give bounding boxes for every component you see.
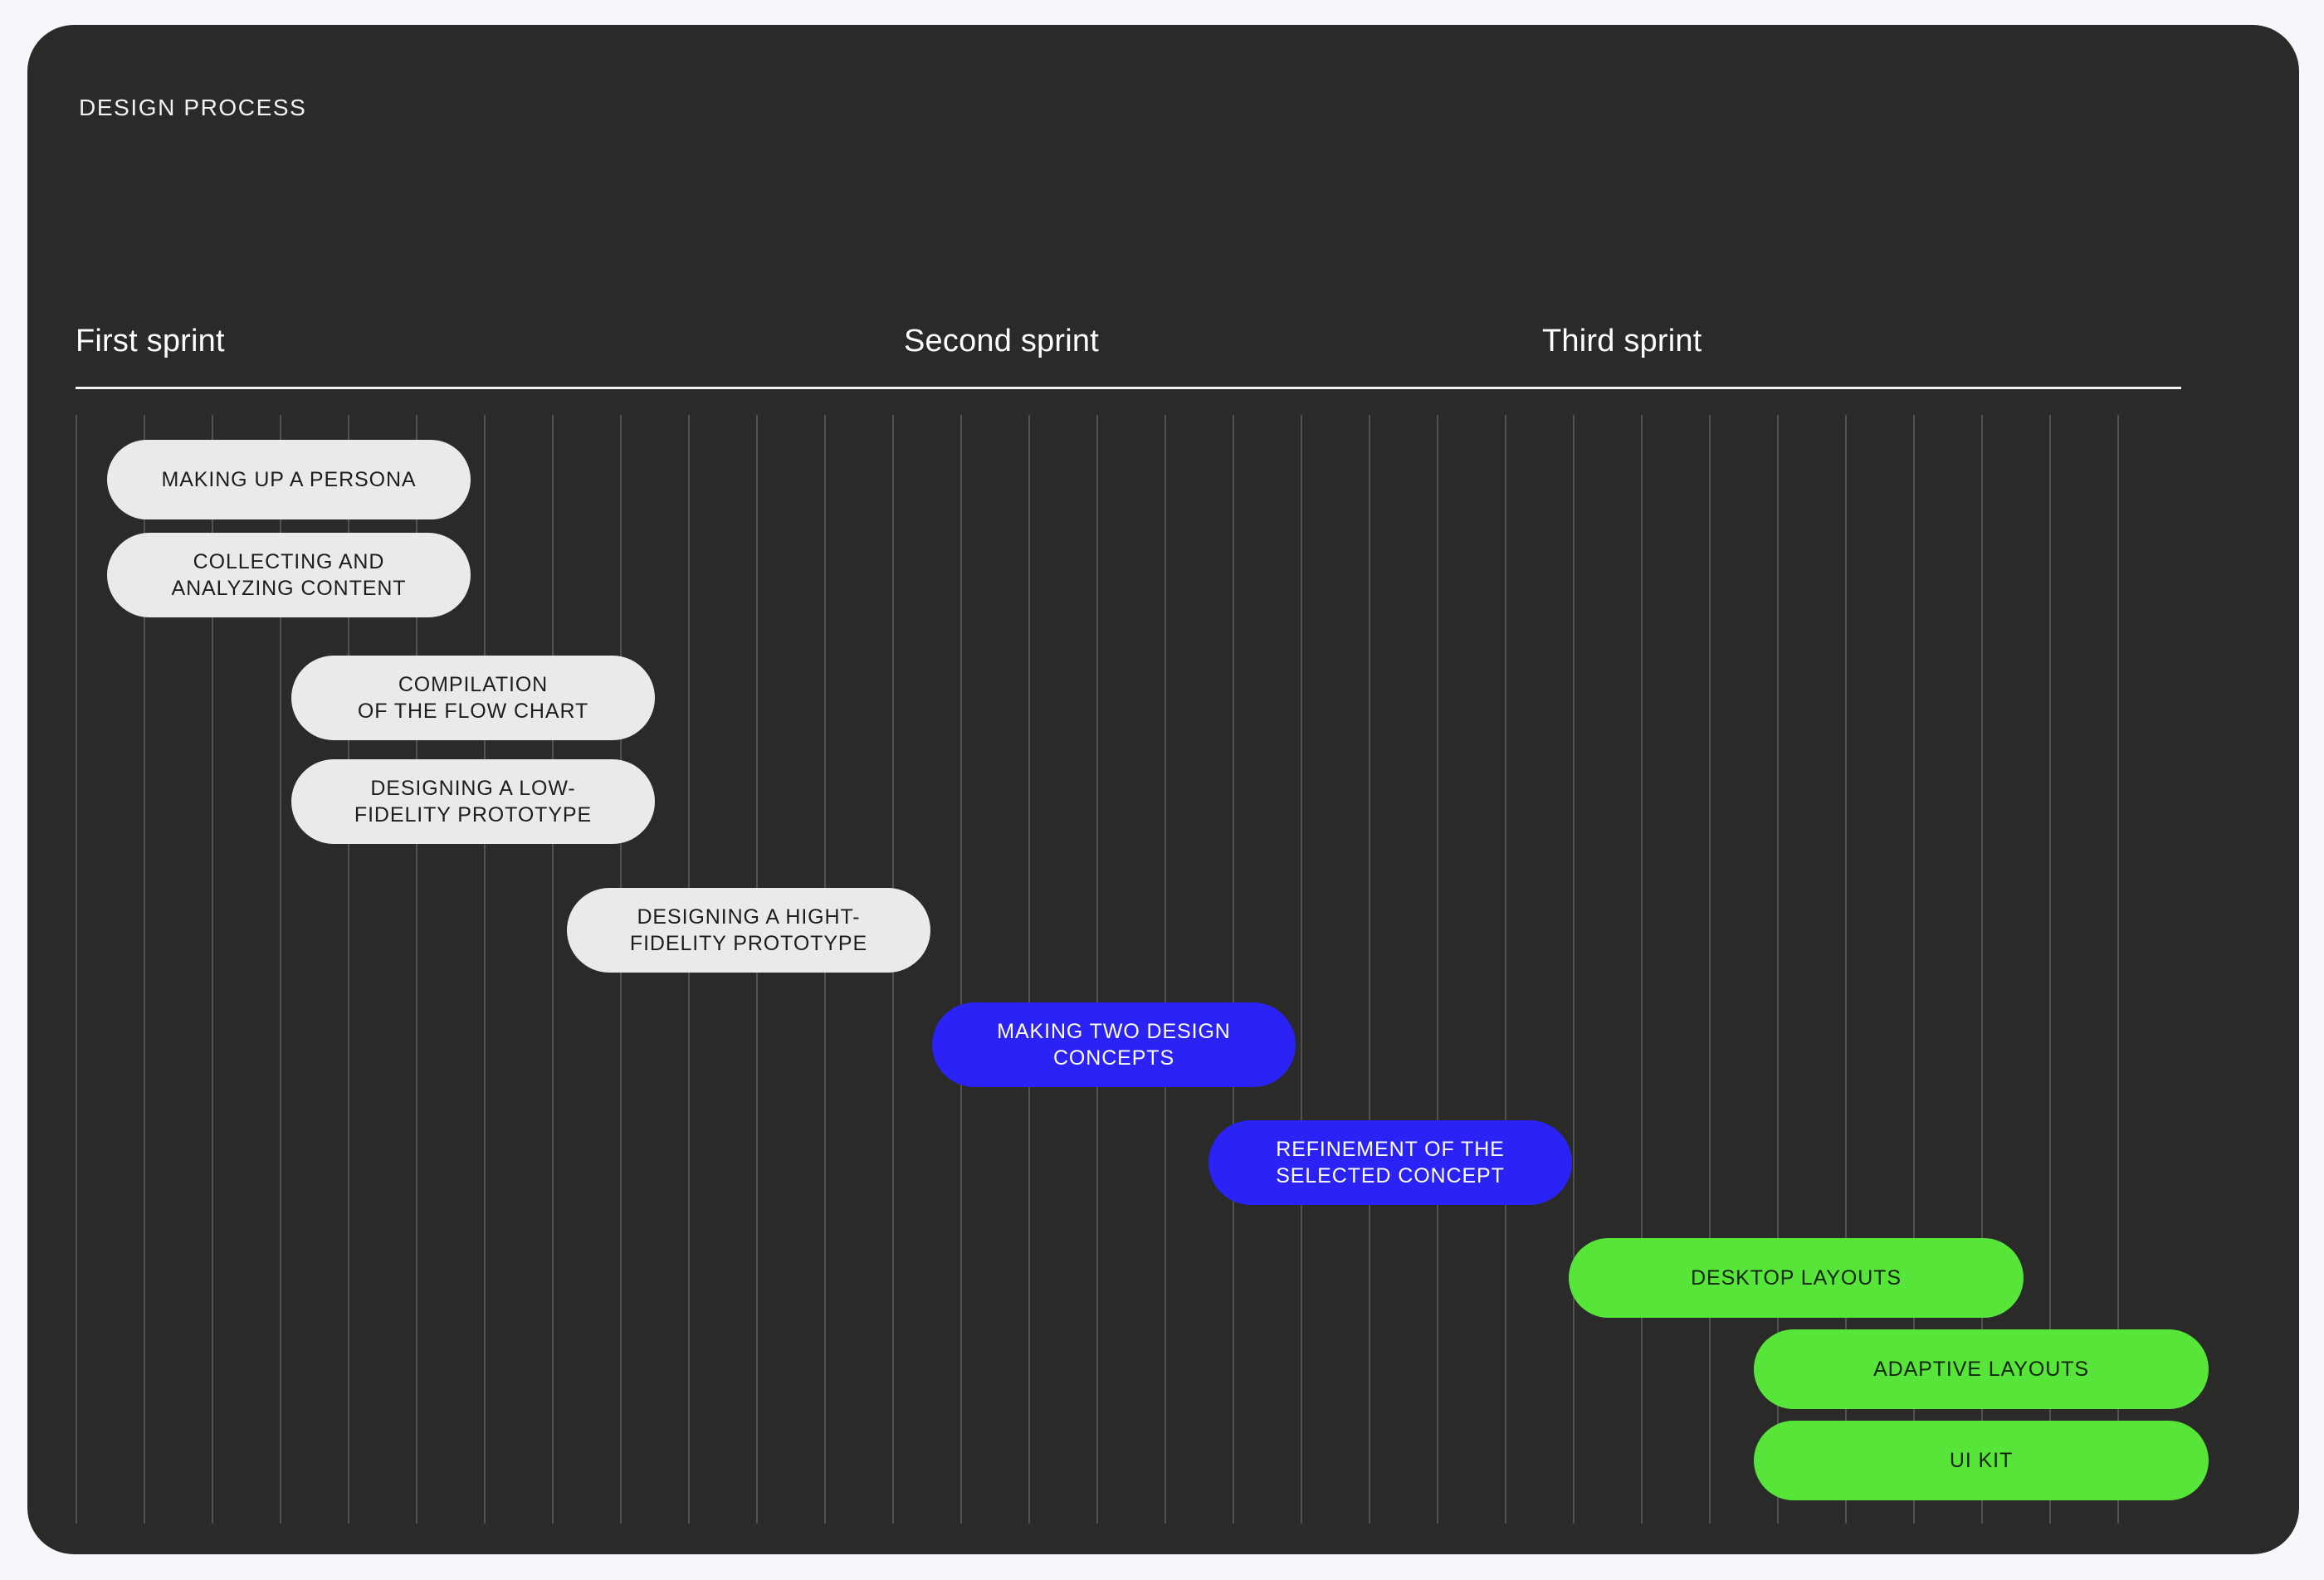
task-pill[interactable]: DESIGNING A HIGHT- FIDELITY PROTOTYPE (567, 888, 930, 973)
task-pill-label-line: DESKTOP LAYOUTS (1691, 1266, 1902, 1290)
task-pill-label-line: REFINEMENT OF THE (1276, 1138, 1505, 1161)
sprint-label-2: Second sprint (904, 324, 1099, 358)
gridline (1164, 415, 1166, 1524)
task-pill-label-line: SELECTED CONCEPT (1276, 1164, 1505, 1187)
gridline (76, 415, 77, 1524)
task-pill[interactable]: DESIGNING A LOW- FIDELITY PROTOTYPE (291, 759, 655, 844)
gridline (484, 415, 486, 1524)
task-pill[interactable]: DESKTOP LAYOUTS (1569, 1238, 2024, 1318)
task-pill-label: UI KIT (1950, 1447, 2013, 1474)
sprint-label-1: First sprint (76, 324, 225, 358)
task-pill[interactable]: MAKING TWO DESIGN CONCEPTS (932, 1002, 1296, 1087)
sprint-header-row: First sprint Second sprint Third sprint (76, 324, 2181, 390)
task-pill-label-line: COLLECTING AND (193, 550, 385, 573)
gridline (1096, 415, 1098, 1524)
gridline (1913, 415, 1915, 1524)
gridline (348, 415, 349, 1524)
task-pill-label-line: ADAPTIVE LAYOUTS (1873, 1358, 2089, 1381)
task-pill[interactable]: REFINEMENT OF THE SELECTED CONCEPT (1208, 1120, 1572, 1205)
task-pill-label: COLLECTING AND ANALYZING CONTENT (172, 549, 407, 602)
gridline (1437, 415, 1438, 1524)
gridline (1505, 415, 1506, 1524)
gridline (552, 415, 554, 1524)
task-pill-list: MAKING UP A PERSONA COLLECTING AND ANALYZI… (27, 25, 2299, 1554)
task-pill-label-line: FIDELITY PROTOTYPE (629, 932, 868, 955)
task-pill[interactable]: UI KIT (1754, 1421, 2209, 1500)
task-pill-label-line: FIDELITY PROTOTYPE (354, 803, 593, 827)
gridline (1028, 415, 1030, 1524)
gridline (1777, 415, 1779, 1524)
gridline (960, 415, 962, 1524)
design-process-board: DESIGN PROCESS First sprint Second sprint… (27, 25, 2299, 1554)
task-pill-label: MAKING TWO DESIGN CONCEPTS (997, 1018, 1231, 1071)
timeline-divider (76, 387, 2181, 389)
sprint-label-3: Third sprint (1542, 324, 1702, 358)
gridline (1981, 415, 1983, 1524)
gridline (280, 415, 281, 1524)
task-pill-label-line: CONCEPTS (1052, 1046, 1175, 1070)
task-pill-label: DESIGNING A HIGHT- FIDELITY PROTOTYPE (630, 904, 867, 957)
gridline (1573, 415, 1575, 1524)
page-title: DESIGN PROCESS (79, 95, 307, 120)
task-pill-label-line: COMPILATION (398, 673, 549, 696)
gridline (2049, 415, 2051, 1524)
gridline (1845, 415, 1847, 1524)
gridline (416, 415, 417, 1524)
task-pill-label-line: MAKING UP A PERSONA (161, 468, 417, 491)
task-pill[interactable]: COLLECTING AND ANALYZING CONTENT (107, 533, 471, 617)
gridline (1369, 415, 1370, 1524)
task-pill-label: DESKTOP LAYOUTS (1691, 1265, 1902, 1291)
task-pill-label: DESIGNING A LOW- FIDELITY PROTOTYPE (354, 775, 592, 828)
gridline (1233, 415, 1234, 1524)
task-pill[interactable]: MAKING UP A PERSONA (107, 440, 471, 519)
gridline (144, 415, 145, 1524)
task-pill-label: ADAPTIVE LAYOUTS (1873, 1356, 2089, 1382)
task-pill-label-line: DESIGNING A HIGHT- (637, 905, 861, 929)
task-pill-label: COMPILATION OF THE FLOW CHART (358, 671, 588, 724)
gridline (1709, 415, 1711, 1524)
task-pill-label-line: DESIGNING A LOW- (370, 777, 576, 800)
task-pill-label-line: OF THE FLOW CHART (357, 700, 589, 723)
task-pill-label: REFINEMENT OF THE SELECTED CONCEPT (1276, 1136, 1505, 1189)
task-pill[interactable]: ADAPTIVE LAYOUTS (1754, 1329, 2209, 1409)
task-pill-label: MAKING UP A PERSONA (161, 466, 416, 493)
task-pill-label-line: ANALYZING CONTENT (171, 577, 407, 600)
gridline (1641, 415, 1643, 1524)
gridline (212, 415, 213, 1524)
task-pill-label-line: MAKING TWO DESIGN (997, 1020, 1231, 1043)
task-pill-label-line: UI KIT (1949, 1449, 2014, 1472)
gridline (2117, 415, 2119, 1524)
gridline (1301, 415, 1302, 1524)
task-pill[interactable]: COMPILATION OF THE FLOW CHART (291, 656, 655, 740)
